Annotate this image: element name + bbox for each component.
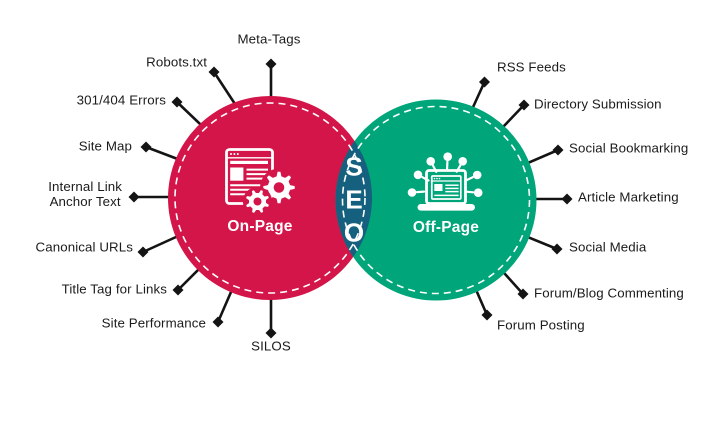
spoke-line	[523, 234, 559, 251]
spoke-label: Meta-Tags	[237, 31, 301, 47]
spoke-line	[499, 268, 525, 296]
spoke-line	[141, 233, 183, 254]
seo-letter: O	[343, 217, 365, 248]
spoke-label: Title Tag for Links	[61, 281, 167, 297]
window-dot	[233, 153, 236, 155]
spoke-label: Canonical URLs	[35, 239, 133, 255]
broadcast-pin-dot	[473, 188, 483, 197]
window-dot	[230, 153, 232, 155]
broadcast-pin-stem	[421, 176, 430, 182]
spoke-label: SILOS	[251, 338, 291, 354]
spoke-label: Social Media	[569, 239, 647, 255]
spoke-label: Internal Link Anchor Text	[48, 178, 122, 209]
spoke-diamond	[517, 288, 529, 300]
spoke-label: Forum Posting	[497, 317, 585, 333]
broadcast-pin-dot	[407, 188, 417, 197]
laptop-broadcast-icon	[407, 152, 483, 211]
spoke-label: Robots.txt	[146, 54, 207, 70]
spoke-diamond	[481, 309, 493, 321]
webpage-gears-icon	[225, 148, 298, 217]
spoke-connectors	[128, 58, 573, 339]
spoke-diamond	[137, 246, 149, 258]
broadcast-pin-stem	[465, 190, 475, 194]
broadcast-pin-stem	[455, 164, 462, 173]
spoke-label: Article Marketing	[578, 189, 679, 205]
spoke-line	[523, 148, 560, 166]
spoke-diamond	[212, 316, 224, 328]
spoke-diamond	[561, 193, 573, 205]
broadcast-pin-dot	[413, 170, 423, 180]
spoke-diamond	[552, 144, 564, 156]
seo-letter: S	[345, 151, 363, 182]
seo-letter: E	[345, 184, 363, 215]
spoke-line	[212, 70, 238, 108]
spoke-diamond	[140, 141, 152, 153]
broadcast-pin-dot	[426, 157, 436, 166]
on-page-label: On-Page	[227, 218, 293, 235]
spoke-diamond	[479, 76, 490, 88]
broadcast-pin-stem	[432, 164, 438, 173]
broadcast-pin-dot	[472, 170, 482, 180]
spoke-diamond	[172, 284, 184, 296]
broadcast-pin-stem	[415, 190, 426, 194]
spoke-label: Site Performance	[101, 315, 206, 331]
spoke-diamond	[171, 96, 183, 108]
on-page-dashed-ring	[174, 102, 366, 294]
spoke-diamond	[518, 99, 530, 111]
spoke-label: Site Map	[78, 138, 132, 154]
spoke-label: 301/404 Errors	[76, 92, 166, 108]
spoke-label: Social Bookmarking	[569, 140, 689, 156]
spoke-label: Forum/Blog Commenting	[534, 285, 684, 301]
window-dot	[236, 153, 239, 155]
laptop-base	[417, 204, 475, 211]
off-page-label: Off-Page	[412, 219, 480, 236]
spoke-line	[216, 285, 235, 324]
spoke-diamond	[208, 66, 220, 78]
spoke-diamond	[551, 243, 563, 255]
spoke-label: RSS Feeds	[497, 59, 566, 75]
spoke-diamond	[265, 58, 277, 70]
spoke-line	[144, 145, 182, 162]
spoke-line	[175, 100, 206, 130]
broadcast-pin-stem	[465, 176, 474, 182]
spoke-diamond	[128, 191, 140, 203]
off-page-dashed-ring	[341, 105, 531, 295]
spoke-line	[470, 80, 486, 112]
spoke-label: Directory Submission	[534, 96, 662, 112]
broadcast-pin-dot	[443, 152, 453, 161]
spoke-diamond	[265, 327, 277, 339]
broadcast-pin-dot	[458, 157, 468, 166]
